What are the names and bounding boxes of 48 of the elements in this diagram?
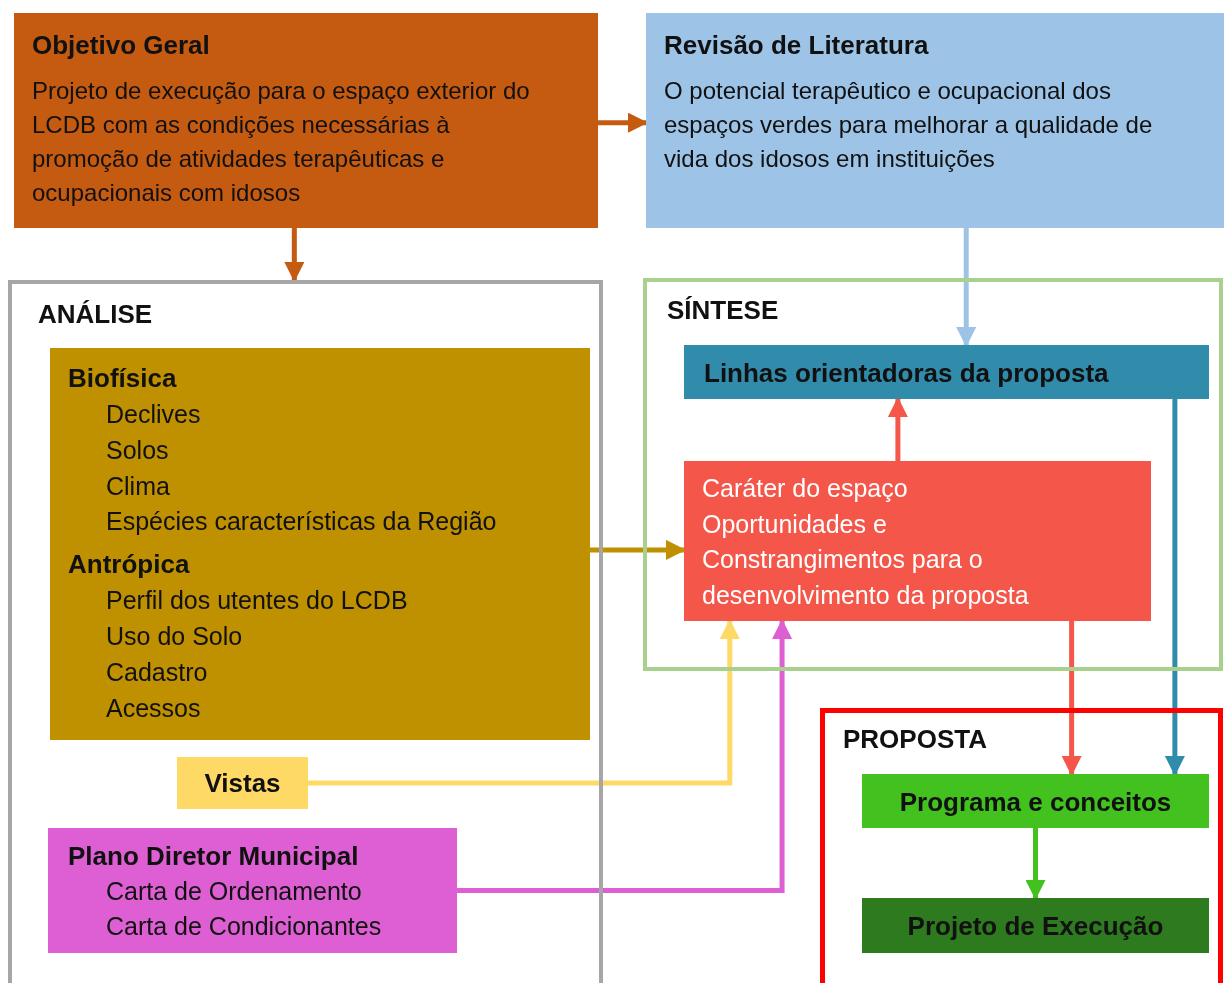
body-text: Caráter do espaço (702, 473, 908, 504)
body-text: Carta de Condicionantes (106, 911, 382, 943)
arrow (1061, 621, 1082, 776)
process-box (684, 461, 1151, 621)
group-frame (820, 708, 1223, 983)
heading: Antrópica (68, 548, 190, 582)
body-text: Carta de Ordenamento (106, 876, 362, 908)
heading: Objetivo Geral (32, 29, 210, 62)
arrow (887, 397, 908, 461)
body-text: Oportunidades e Constrangimentos para o desenvolvimento da proposta (702, 508, 1030, 611)
process-box (684, 345, 1209, 399)
heading: PROPOSTA (843, 723, 987, 756)
heading: Revisão de Literatura (664, 29, 929, 62)
heading: Programa e conceitos (899, 786, 1172, 819)
body-text: Projeto de execução para o espaço exterior do LCDB com as condições necessárias à promoção de atividades terapêuticas e ocupacionais com idosos (32, 75, 531, 209)
heading: Plano Diretor Municipal (68, 840, 359, 873)
process-box (177, 757, 308, 809)
process-box (50, 348, 590, 740)
body-text: Uso do Solo (106, 621, 243, 653)
arrow (284, 228, 305, 282)
body-text: Solos (106, 434, 169, 466)
body-text: Espécies características da Região (106, 506, 497, 538)
arrow (956, 228, 977, 347)
arrow (590, 539, 686, 560)
body-text: Cadastro (106, 656, 208, 688)
heading: ANÁLISE (38, 298, 153, 331)
process-box (862, 898, 1209, 953)
group-frame (643, 278, 1223, 671)
arrow (1164, 399, 1185, 776)
arrow (308, 619, 740, 786)
body-text: Clima (106, 470, 170, 502)
process-box (646, 13, 1224, 228)
body-text: Declives (106, 399, 201, 431)
body-text: O potencial terapêutico e ocupacional dos espaços verdes para melhorar a qualidade de vida dos idosos em instituições (664, 75, 1154, 175)
arrow (457, 619, 793, 893)
heading: Projeto de Execução (907, 910, 1164, 943)
heading: Linhas orientadoras da proposta (704, 357, 1109, 390)
process-box (14, 13, 598, 228)
heading: Vistas (204, 767, 281, 800)
process-box (862, 774, 1209, 828)
arrow (1025, 828, 1046, 900)
body-text: Acessos (106, 692, 201, 724)
heading: Biofísica (68, 362, 177, 395)
body-text: Perfil dos utentes do LCDB (106, 585, 408, 617)
heading: SÍNTESE (667, 294, 779, 327)
group-frame (8, 280, 603, 983)
arrow (598, 112, 648, 133)
process-box (48, 828, 457, 953)
